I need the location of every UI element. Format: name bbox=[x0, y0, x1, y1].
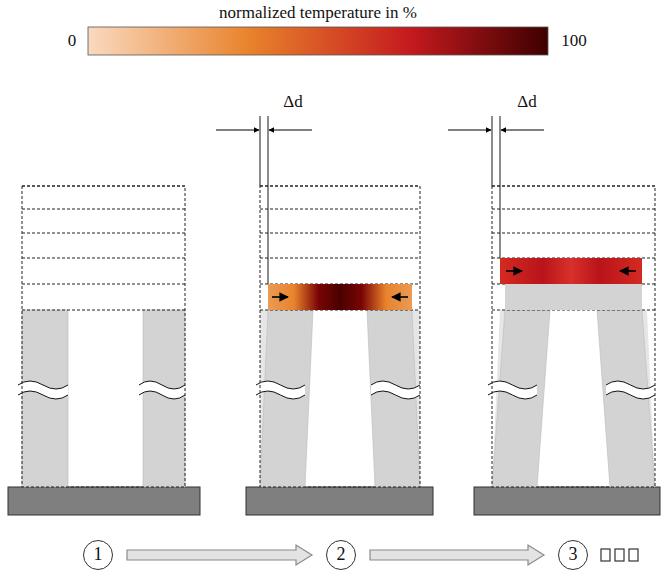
dimension-arrow bbox=[501, 130, 544, 131]
base-plate bbox=[8, 487, 200, 515]
break-line bbox=[139, 391, 185, 399]
break-gap bbox=[256, 381, 305, 399]
step-circle: 3 bbox=[558, 540, 588, 570]
break-line bbox=[371, 381, 420, 389]
continuation-marks bbox=[601, 549, 638, 561]
process-arrow bbox=[127, 545, 312, 565]
solid-layer bbox=[505, 284, 642, 310]
scale-min: 0 bbox=[68, 32, 77, 51]
break-line bbox=[606, 381, 655, 389]
break-line bbox=[256, 391, 305, 399]
process-arrow bbox=[370, 545, 544, 565]
pillar bbox=[597, 310, 655, 487]
heated-layer bbox=[500, 258, 642, 284]
axis-title: normalized temperature in % bbox=[219, 4, 417, 23]
build-stages bbox=[8, 116, 660, 515]
dimension-arrow bbox=[216, 130, 259, 131]
step-number: 2 bbox=[337, 545, 346, 565]
base-plate bbox=[246, 487, 433, 515]
break-line bbox=[139, 381, 185, 389]
break-line bbox=[256, 381, 305, 389]
base-plate bbox=[474, 487, 660, 515]
break-line bbox=[606, 391, 655, 399]
step-number: 3 bbox=[569, 545, 578, 565]
dimension-arrow bbox=[269, 130, 312, 131]
heated-layer bbox=[268, 284, 412, 310]
step-circle: 2 bbox=[326, 540, 356, 570]
break-line bbox=[488, 381, 537, 389]
extension-line bbox=[500, 116, 501, 258]
step-number: 1 bbox=[94, 545, 103, 565]
break-gap bbox=[371, 381, 420, 399]
break-line bbox=[18, 391, 68, 399]
shrink-arrow bbox=[506, 270, 522, 272]
dimension-label: Δd bbox=[283, 93, 302, 112]
break-gap bbox=[139, 381, 185, 399]
pillar bbox=[367, 310, 420, 487]
break-line bbox=[488, 391, 537, 399]
scale-max: 100 bbox=[561, 32, 587, 51]
shrink-arrow bbox=[620, 270, 636, 272]
color-bar bbox=[88, 27, 548, 55]
dimension-label: Δd bbox=[517, 93, 536, 112]
step-circle: 1 bbox=[83, 540, 113, 570]
break-gap bbox=[606, 381, 655, 399]
layer-stack bbox=[22, 186, 185, 487]
shrink-arrow bbox=[272, 296, 288, 298]
break-line bbox=[371, 391, 420, 399]
extension-line bbox=[268, 116, 269, 284]
extension-line bbox=[492, 116, 493, 186]
layer-stack bbox=[492, 186, 655, 487]
break-gap bbox=[18, 381, 68, 399]
shrink-arrow bbox=[392, 296, 408, 298]
layer-stack bbox=[260, 186, 420, 487]
break-line bbox=[18, 381, 68, 389]
break-gap bbox=[488, 381, 537, 399]
pillar bbox=[260, 310, 313, 487]
extension-line bbox=[260, 116, 261, 186]
dimension-arrow bbox=[448, 130, 491, 131]
